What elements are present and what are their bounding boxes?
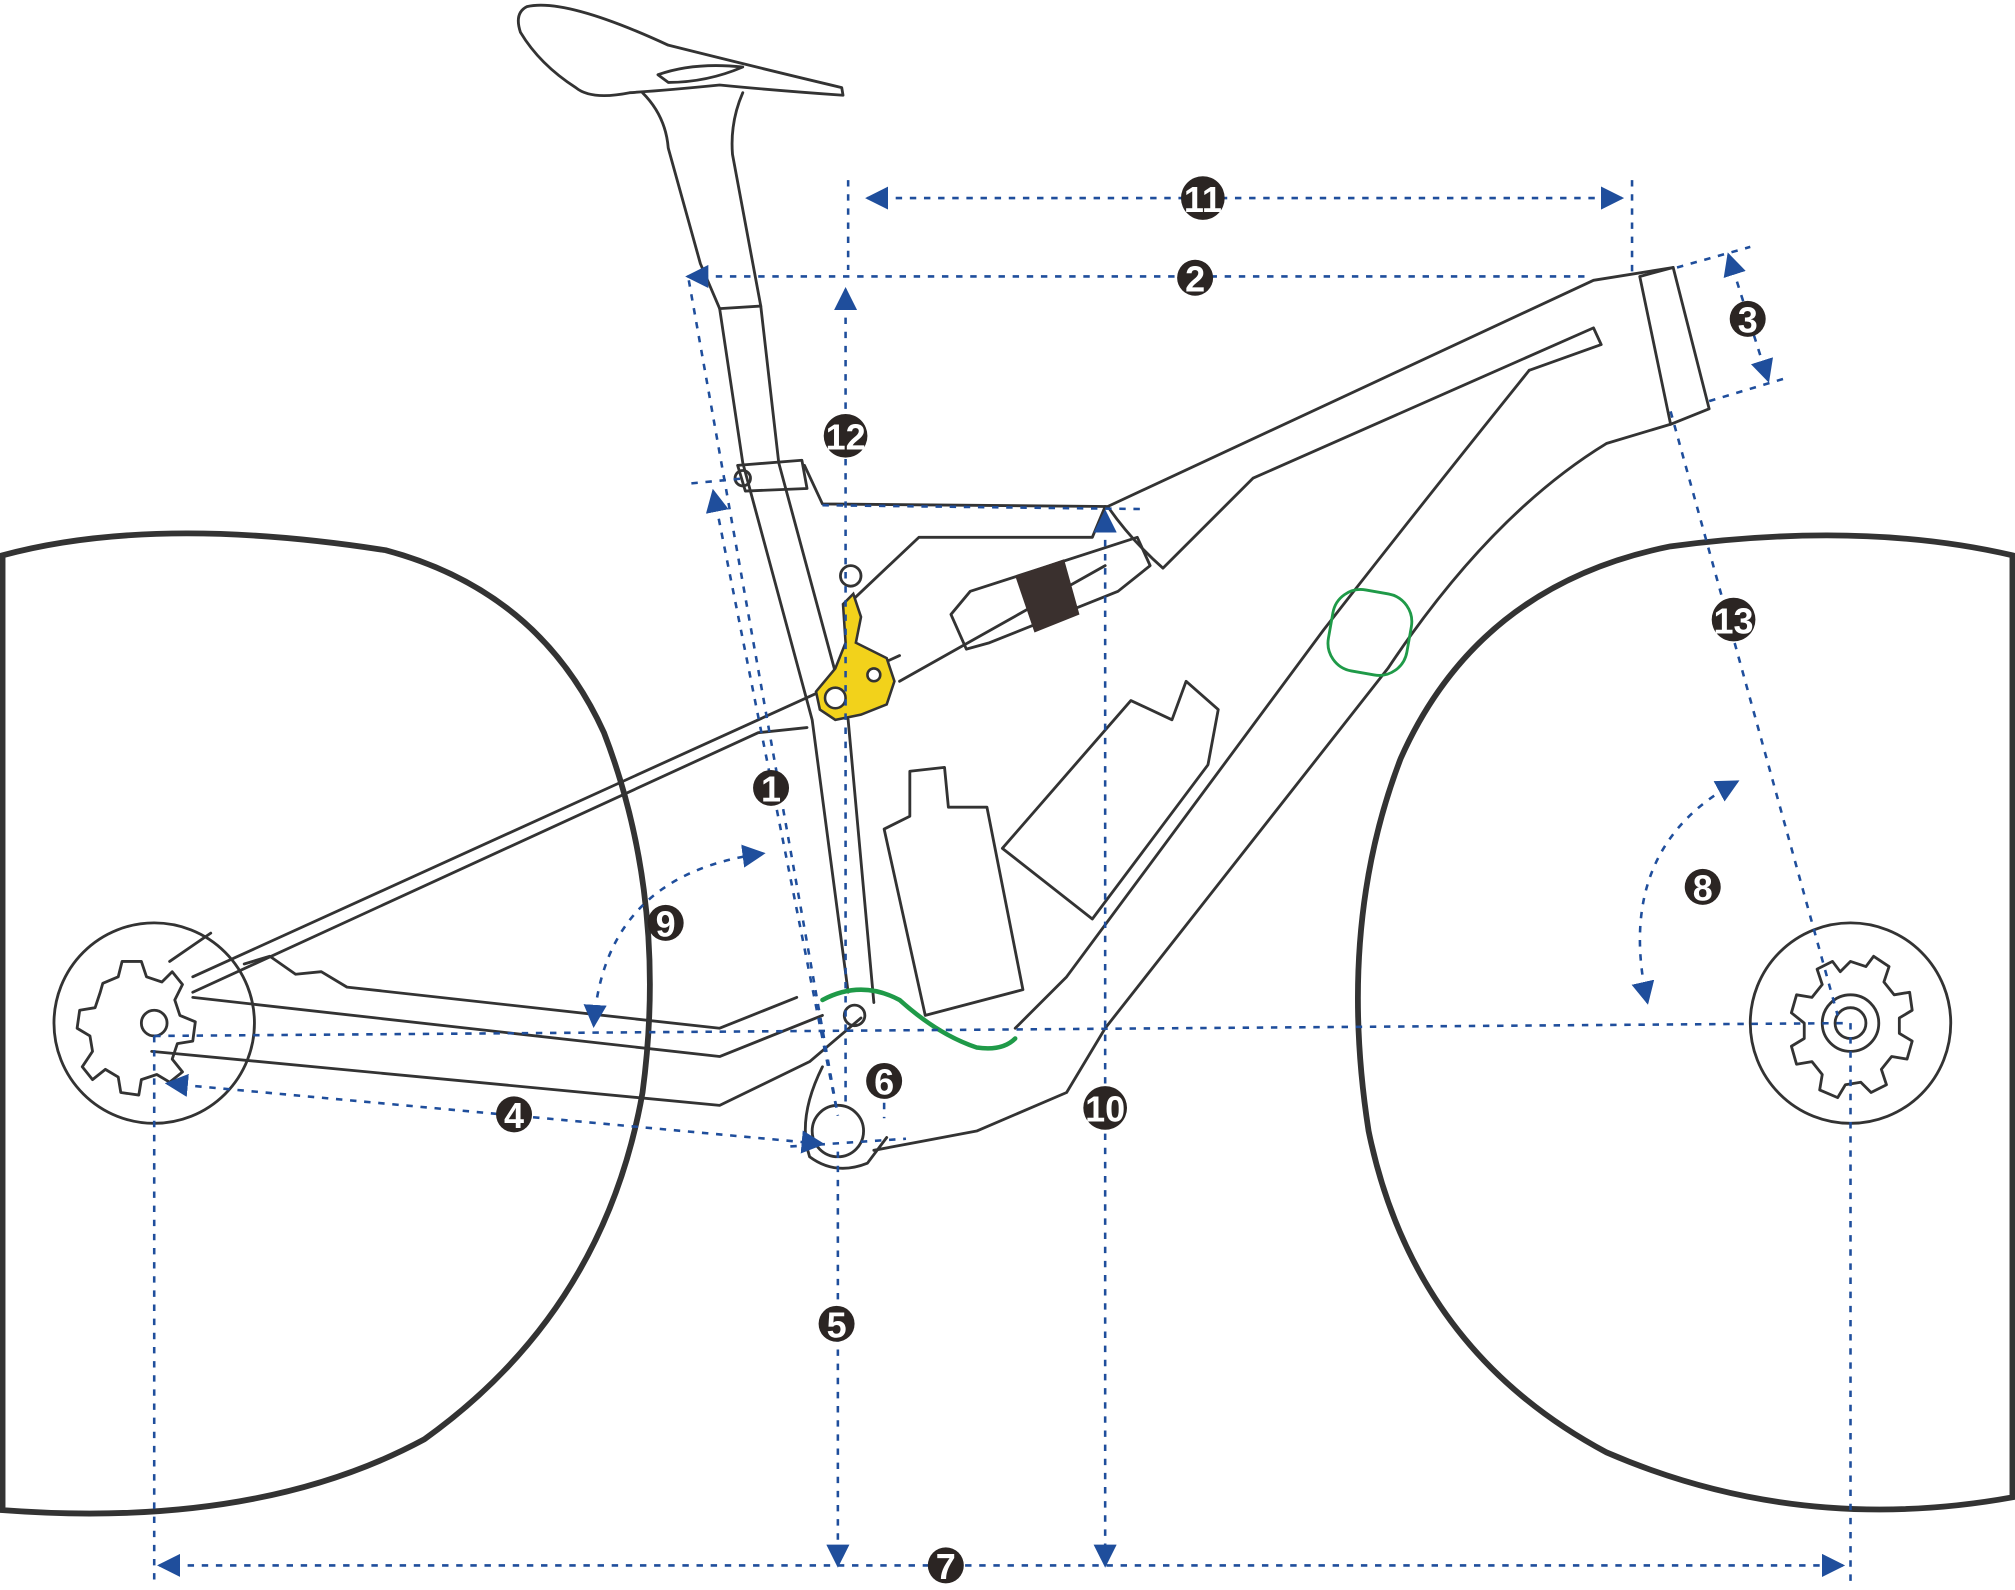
marker-2: 2: [1177, 259, 1214, 300]
marker-4: 4: [496, 1095, 533, 1136]
marker-8: 8: [1684, 868, 1721, 909]
marker-12-label: 12: [826, 417, 866, 458]
saddle-cutout: [656, 64, 745, 84]
marker-12: 12: [823, 413, 868, 458]
dim-axle-line: [154, 1021, 1851, 1038]
marker-1-circle: [753, 769, 790, 806]
down-tube: [872, 368, 1673, 1152]
dim-1-top-ext: [691, 476, 746, 485]
head-tube: [1638, 266, 1711, 426]
marker-9-label: 9: [656, 904, 676, 945]
marker-10-label: 10: [1085, 1089, 1125, 1130]
marker-7-circle: [927, 1547, 964, 1584]
bottle-seat-tube: [882, 765, 1025, 1017]
front-wheel: [1355, 532, 2015, 1513]
marker-6-circle: [866, 1062, 903, 1099]
bike-frame: [150, 3, 1711, 1170]
rear-wheel: [0, 530, 653, 1517]
marker-3-circle: [1729, 300, 1766, 337]
upper-pivot: [839, 564, 863, 588]
dim-9-seat-angle: [583, 844, 766, 1028]
marker-12-circle: [823, 413, 868, 458]
seat-tube: [718, 304, 876, 1004]
link-pivot-b: [866, 667, 882, 683]
marker-9: 9: [647, 904, 684, 945]
marker-10: 10: [1083, 1086, 1128, 1130]
dim-3-ext-top: [1676, 245, 1751, 269]
rear-cassette-icon: [75, 960, 197, 1097]
marker-11-label: 11: [1184, 179, 1222, 220]
marker-6-label: 6: [874, 1062, 894, 1103]
marker-2-label: 2: [1185, 259, 1205, 300]
marker-7-label: 7: [936, 1546, 956, 1587]
marker-4-label: 4: [504, 1095, 524, 1136]
dim-horizontal-top: [822, 503, 1144, 511]
front-hub-icon: [1789, 954, 1914, 1100]
marker-4-circle: [496, 1096, 533, 1133]
dim-6-ext: [790, 1137, 907, 1148]
front-tire: [1355, 532, 2015, 1513]
marker-3-label: 3: [1738, 300, 1758, 341]
dim-13-fork: [1669, 411, 1839, 1016]
rear-tire: [0, 530, 653, 1517]
marker-11-circle: [1180, 176, 1225, 220]
cable-guide-green: [820, 987, 1018, 1051]
marker-1-label: 1: [761, 769, 781, 810]
marker-3: 3: [1729, 300, 1766, 341]
marker-9-circle: [647, 904, 684, 941]
marker-5: 5: [818, 1305, 855, 1346]
link-pivot-a: [823, 686, 847, 710]
marker-7: 7: [927, 1546, 964, 1587]
marker-10-circle: [1083, 1086, 1128, 1130]
bottle-down-tube: [1000, 679, 1220, 921]
shock-air-can: [1015, 559, 1080, 633]
bb-shell: [810, 1103, 865, 1159]
marker-8-circle: [1684, 868, 1721, 905]
marker-11: 11: [1180, 176, 1225, 220]
marker-13-circle: [1711, 597, 1756, 642]
shock-body-outline: [949, 535, 1152, 651]
seat-clamp: [736, 458, 809, 493]
marker-13: 13: [1711, 597, 1756, 642]
dim-3-ext-bottom: [1708, 376, 1787, 403]
marker-8-label: 8: [1693, 868, 1713, 909]
seatstay: [168, 654, 901, 994]
rear-axle: [139, 1008, 169, 1038]
dim-4-chainstay: [164, 1073, 825, 1154]
top-tube: [803, 266, 1675, 570]
marker-2-circle: [1177, 259, 1214, 296]
cable-port-green: [1326, 588, 1414, 677]
rear-shock: [949, 535, 1152, 651]
marker-5-label: 5: [827, 1305, 847, 1346]
marker-13-label: 13: [1714, 600, 1754, 641]
marker-1: 1: [753, 769, 790, 810]
marker-5-circle: [818, 1305, 855, 1342]
saddle: [516, 3, 845, 98]
chainstay: [150, 954, 863, 1107]
dimension-lines: [152, 180, 1852, 1588]
marker-6: 6: [866, 1062, 903, 1103]
dim-1-seat-tube-ext: [687, 280, 840, 1116]
